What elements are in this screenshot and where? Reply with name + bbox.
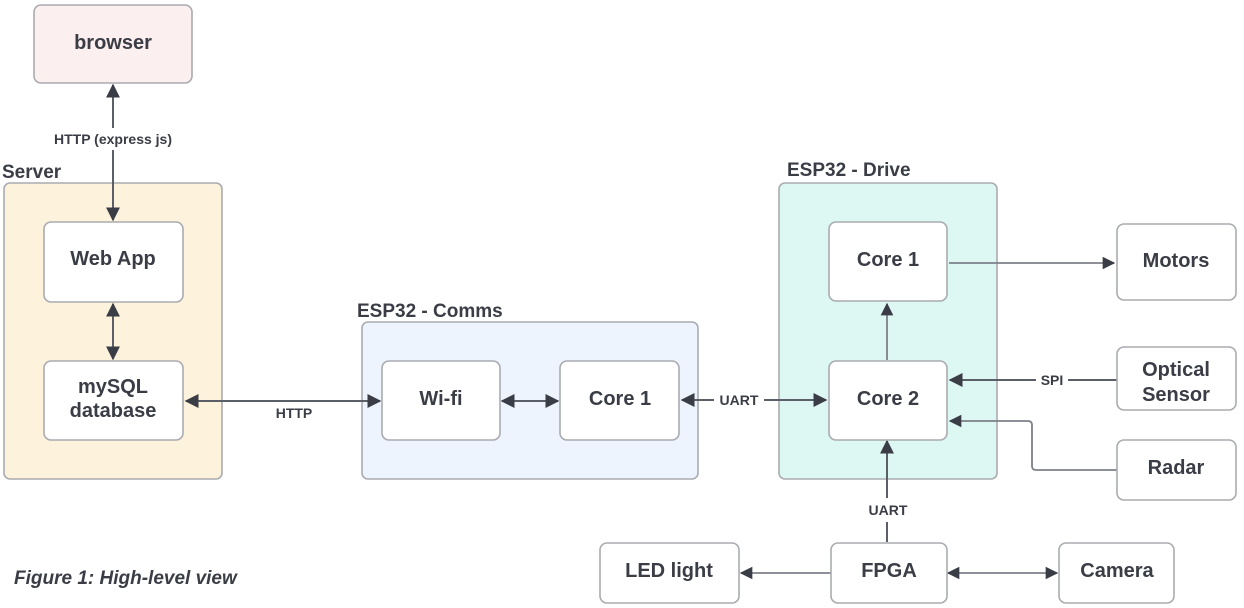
edge-optical-to-core2: SPI: [948, 372, 1117, 388]
node-drive-core2: Core 2: [828, 360, 948, 441]
node-mysql-database: mySQL database: [43, 360, 184, 441]
edge-fpga-to-core2: UART: [869, 439, 908, 542]
motors-label: Motors: [1143, 250, 1210, 272]
node-led-light: LED light: [599, 542, 740, 604]
camera-label: Camera: [1080, 560, 1154, 582]
browser-label: browser: [74, 32, 152, 54]
node-motors: Motors: [1116, 223, 1237, 301]
node-optical-sensor: Optical Sensor: [1116, 346, 1237, 411]
edge-browser-webapp: HTTP (express js): [54, 83, 172, 222]
drive-title: ESP32 - Drive: [787, 160, 911, 181]
comms-title: ESP32 - Comms: [357, 301, 503, 322]
optical-label-line1: Optical: [1142, 359, 1210, 381]
comms-core1-label: Core 1: [589, 388, 651, 410]
edge-core1-core2-uart: UART: [680, 392, 828, 408]
server-title: Server: [2, 162, 62, 183]
edge-label-uart-comms: UART: [720, 392, 759, 408]
edge-label-uart-fpga: UART: [869, 502, 908, 518]
drive-core1-label: Core 1: [857, 249, 919, 271]
edge-label-spi: SPI: [1041, 372, 1064, 388]
node-fpga: FPGA: [830, 542, 948, 604]
radar-label: Radar: [1148, 457, 1205, 479]
mysql-label-line2: database: [70, 400, 157, 422]
node-drive-core1: Core 1: [828, 221, 948, 302]
node-web-app: Web App: [43, 221, 184, 303]
drive-core2-label: Core 2: [857, 388, 919, 410]
node-browser: browser: [33, 4, 193, 84]
node-radar: Radar: [1116, 439, 1237, 501]
node-wifi: Wi-fi: [381, 360, 501, 441]
node-camera: Camera: [1058, 542, 1175, 604]
edge-mysql-wifi: HTTP: [184, 394, 382, 421]
wifi-label: Wi-fi: [419, 388, 462, 410]
node-comms-core1: Core 1: [559, 360, 680, 441]
mysql-label-line1: mySQL: [78, 376, 148, 398]
figure-caption: Figure 1: High-level view: [14, 568, 238, 589]
edge-label-http-express: HTTP (express js): [54, 131, 172, 147]
web-app-label: Web App: [70, 248, 156, 270]
fpga-label: FPGA: [861, 560, 917, 582]
optical-label-line2: Sensor: [1142, 384, 1210, 406]
edge-label-http: HTTP: [276, 405, 313, 421]
edge-radar-to-core2: [948, 414, 1117, 471]
led-light-label: LED light: [625, 560, 713, 582]
